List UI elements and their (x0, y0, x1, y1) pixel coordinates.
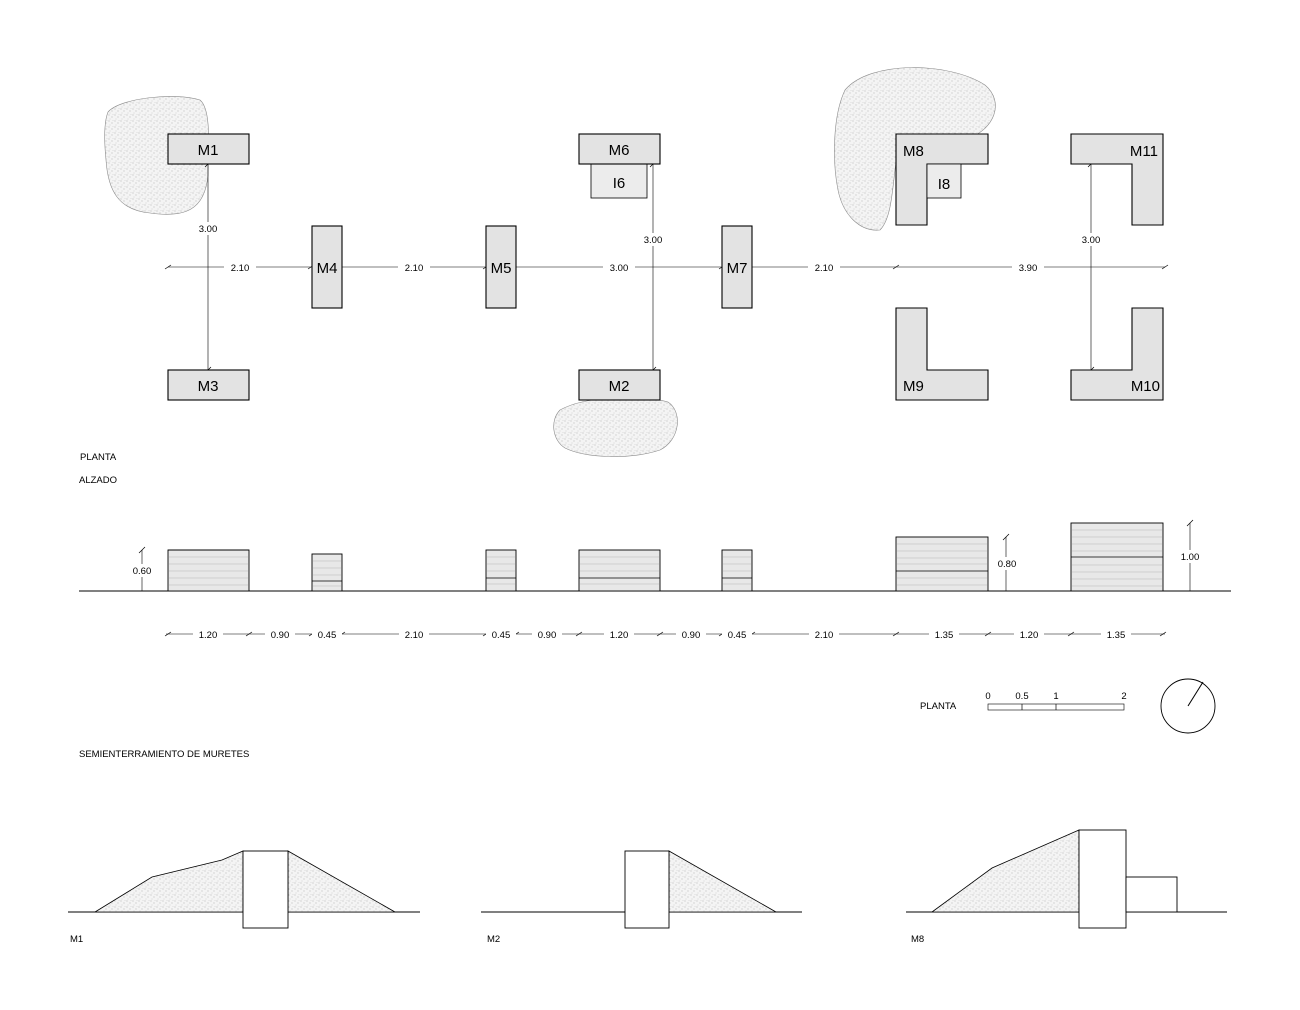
north-arrow-icon (1160, 678, 1216, 734)
bottom-dim-bg (809, 628, 839, 641)
section-m1-wall (242, 850, 289, 929)
block-m6 (578, 133, 661, 165)
dim-text-h5: 3.90 (1019, 263, 1038, 274)
plan-view: 3.00 3.00 3.00 2.10 2.10 3.00 2.10 3.90 … (104, 67, 1169, 457)
bottom-dim-bg (265, 628, 295, 641)
elev-block-m6 (578, 549, 661, 592)
bottom-dim-text: 0.90 (538, 630, 557, 641)
bottom-dim-bg (604, 628, 634, 641)
vegetation-blob-m2 (553, 397, 678, 457)
label-alzado: ALZADO (79, 475, 117, 486)
bottom-dim-text: 1.20 (1020, 630, 1039, 641)
section-m8-mound-left (930, 829, 1080, 913)
block-label-m7: M7 (727, 260, 748, 277)
elev-block-m7 (721, 549, 753, 592)
bottom-dim-bg (676, 628, 706, 641)
section-label-m8: M8 (911, 934, 924, 945)
bottom-dim-text: 0.45 (728, 630, 747, 641)
block-label-m9: M9 (903, 378, 924, 395)
bottom-dim-bg (486, 628, 516, 641)
bottom-dim-bg (532, 628, 562, 641)
section-m1-mound-right (287, 850, 397, 913)
block-m5 (485, 225, 517, 309)
bottom-dim-bg (1014, 628, 1044, 641)
block-label-m4: M4 (317, 260, 338, 277)
bottom-dim-text: 1.35 (1107, 630, 1126, 641)
bottom-dim-text: 0.90 (271, 630, 290, 641)
bottom-dim-bg (929, 628, 959, 641)
dim-text-m1-m3: 3.00 (199, 224, 218, 235)
bottom-dim-bg (399, 628, 429, 641)
vegetation-blob-m8 (834, 67, 996, 231)
scale-bar: PLANTA 0 0.5 1 2 (920, 691, 1127, 712)
block-label-m11: M11 (1130, 143, 1158, 160)
scale-tick-1: 1 (1053, 691, 1058, 702)
block-label-i6: I6 (613, 175, 626, 192)
block-m10 (1070, 307, 1164, 401)
label-planta: PLANTA (80, 452, 117, 463)
bottom-dim-text: 1.20 (199, 630, 218, 641)
block-label-m2: M2 (609, 378, 630, 395)
elev-dim-text-080: 0.80 (998, 559, 1017, 570)
bottom-dim-bg (193, 628, 223, 641)
section-label-m2: M2 (487, 934, 500, 945)
block-label-m6: M6 (609, 142, 630, 159)
bottom-dim-text: 2.10 (405, 630, 424, 641)
bottom-dim-bg (722, 628, 752, 641)
bottom-dim-text: 0.90 (682, 630, 701, 641)
block-m7 (721, 225, 753, 309)
block-label-m5: M5 (491, 260, 512, 277)
bottom-dimension-chain: 1.20 0.90 0.45 2.10 0.45 0.90 1.20 0.90 0.45 2.10… (164, 628, 1167, 641)
bottom-dim-text: 1.35 (935, 630, 954, 641)
bottom-dim-bg (1101, 628, 1131, 641)
block-m9 (895, 307, 989, 401)
scale-tick-05: 0.5 (1015, 691, 1028, 702)
block-label-m1: M1 (198, 142, 219, 159)
bottom-dim-text: 2.10 (815, 630, 834, 641)
section-m8-wall (1078, 829, 1127, 929)
block-label-m3: M3 (198, 378, 219, 395)
section-label-m1: M1 (70, 934, 83, 945)
bottom-dim-text: 0.45 (318, 630, 337, 641)
bottom-dim-text: 0.45 (492, 630, 511, 641)
scale-tick-2: 2 (1121, 691, 1126, 702)
elev-dim-text-060: 0.60 (133, 566, 152, 577)
scale-tick-0: 0 (985, 691, 990, 702)
dim-text-m11-m10: 3.00 (1082, 235, 1101, 246)
bottom-dim-text: 1.20 (610, 630, 629, 641)
vegetation-blob-m1 (104, 96, 209, 215)
block-i6 (590, 163, 648, 199)
dim-text-m6-m2: 3.00 (644, 235, 663, 246)
dim-text-h1: 2.10 (231, 263, 250, 274)
dim-text-h3: 3.00 (610, 263, 629, 274)
block-m3 (167, 369, 250, 401)
scale-label-planta: PLANTA (920, 701, 957, 712)
section-m2-mound-right (668, 850, 778, 913)
block-m4 (311, 225, 343, 309)
section-m8: M8 (906, 829, 1227, 945)
block-label-m10: M10 (1131, 378, 1160, 395)
block-i8 (926, 163, 962, 199)
section-m2-wall (624, 850, 670, 929)
dim-text-h4: 2.10 (815, 263, 834, 274)
dim-text-h2: 2.10 (405, 263, 424, 274)
block-m2 (578, 369, 661, 401)
elev-block-m4 (311, 553, 343, 592)
block-m11 (1070, 133, 1164, 226)
section-m8-inner-block (1125, 876, 1178, 913)
elevation-view: 0.60 0.80 1.00 (79, 519, 1231, 592)
label-semienterramiento: SEMIENTERRAMIENTO DE MURETES (79, 749, 249, 760)
elev-block-m5 (485, 549, 517, 592)
section-m1-mound-left (93, 850, 244, 913)
block-m1 (167, 133, 250, 165)
block-label-m8: M8 (903, 143, 924, 160)
section-m2: M2 (481, 850, 802, 945)
elev-dim-text-100: 1.00 (1181, 552, 1200, 563)
bottom-dim-bg (312, 628, 342, 641)
section-m1: M1 (68, 850, 420, 945)
block-label-i8: I8 (938, 176, 951, 193)
